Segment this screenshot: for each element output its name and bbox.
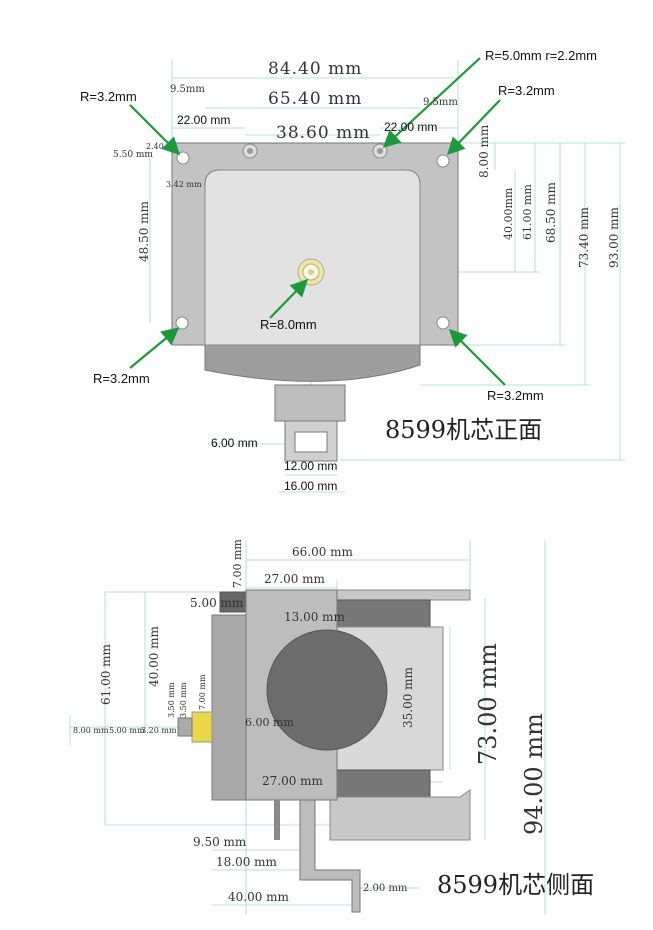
side-movement	[177, 589, 471, 913]
dim-18-00: 18.00 mm	[216, 855, 277, 869]
dim-27-top: 27.00 mm	[264, 572, 325, 586]
dim-9-5-right: 9.5mm	[423, 97, 458, 108]
dim-94-00: 94.00 mm	[520, 713, 548, 835]
side-view-title: 8599机芯侧面	[437, 871, 595, 899]
callout-r-top-left: R=3.2mm	[80, 89, 137, 104]
dim-9-5-left: 9.5mm	[170, 84, 205, 95]
dim-5-50: 5.50 mm	[113, 150, 153, 160]
callout-r-bottom-left: R=3.2mm	[93, 371, 150, 386]
front-view-title: 8599机芯正面	[385, 416, 543, 444]
dim-38-60: 38.60 mm	[276, 123, 371, 143]
dim-6-00-side: 6.00 mm	[245, 716, 294, 729]
dim-84-40: 84.40 mm	[268, 59, 363, 79]
dim-5-00: 5.00 mm	[190, 596, 244, 610]
dim-93-00: 93.00 mm	[607, 207, 621, 268]
dim-7-00-shaft: 7.00 mm	[198, 674, 207, 710]
dim-73-40: 73.40 mm	[577, 207, 591, 268]
callout-r-screw: R=5.0mm r=2.2mm	[485, 48, 597, 63]
callout-r-top-right: R=3.2mm	[498, 83, 555, 98]
dim-3-42: 3.42 mm	[166, 180, 202, 189]
dim-68-50: 68.50 mm	[544, 182, 558, 243]
dim-3-50-a: 3.50 mm	[167, 682, 176, 718]
dim-13-00: 13.00 mm	[284, 610, 345, 624]
dim-3-50-b: 3.50 mm	[179, 682, 188, 718]
dim-8-00-side: 8.00 mm	[73, 726, 109, 735]
dim-5-00-shaft: 5.00 mm	[109, 726, 145, 735]
callout-r-bottom-right: R=3.2mm	[487, 388, 544, 403]
dim-48-50: 48.50 mm	[137, 201, 151, 262]
dim-16-00: 16.00 mm	[284, 479, 338, 493]
callout-r-center: R=8.0mm	[260, 317, 317, 332]
dim-22-right: 22.00 mm	[384, 120, 438, 134]
dim-61-00-side: 61.00 mm	[99, 644, 113, 705]
dim-40-bottom: 40.00 mm	[228, 890, 289, 904]
dim-40-00-side: 40.00 mm	[147, 626, 161, 687]
dim-27-bottom: 27.00 mm	[262, 774, 323, 788]
front-callout-arrows	[129, 57, 506, 386]
dim-9-50: 9.50 mm	[193, 835, 247, 849]
dim-40-00: 40.00mm	[502, 187, 515, 240]
dim-65-40: 65.40 mm	[268, 89, 363, 109]
dim-12-00: 12.00 mm	[284, 459, 338, 473]
dim-7-00-top: 7.00 mm	[231, 539, 244, 588]
dim-8-00: 8.00 mm	[477, 124, 491, 178]
dim-22-left: 22.00 mm	[177, 113, 231, 127]
dim-73-00: 73.00 mm	[474, 643, 502, 765]
dim-2-40: 2.40	[146, 142, 164, 151]
dim-3-20: 3.20 mm	[141, 726, 177, 735]
dim-35-00: 35.00 mm	[401, 667, 415, 728]
front-movement	[171, 142, 459, 462]
dim-6-00: 6.00 mm	[211, 436, 258, 450]
dim-66-00: 66.00 mm	[292, 545, 353, 559]
dim-61-00: 61.00 mm	[521, 184, 534, 240]
dim-2-00: 2.00 mm	[363, 883, 408, 894]
